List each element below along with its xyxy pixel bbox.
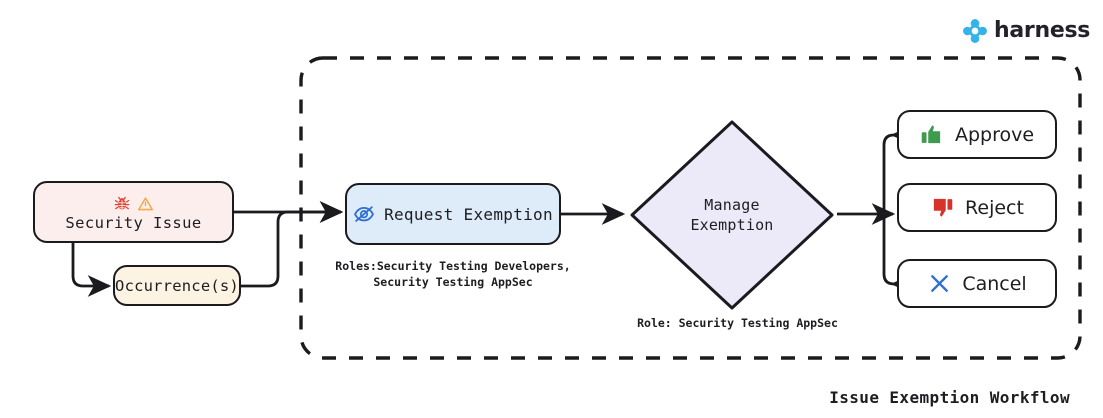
harness-brand: harness [962,18,1090,44]
request-exemption-roles-caption: Roles:Security Testing Developers, Secur… [335,259,571,289]
security-issue-icon-row [114,195,154,213]
cancel-label: Cancel [962,272,1027,295]
harness-clover-logo-icon [963,19,987,43]
warning-triangle-icon [137,196,153,210]
edge-branch-approve [882,124,915,214]
manage-exemption-role-caption: Role: Security Testing AppSec [637,316,838,330]
request-exemption-label: Request Exemption [384,204,553,224]
approve-label: Approve [954,123,1035,146]
node-manage-exemption[interactable]: Manage Exemption [627,117,837,313]
thumbs-down-icon [930,196,954,220]
workflow-title: Issue Exemption Workflow [829,388,1070,407]
close-x-icon [927,272,951,296]
manage-exemption-label: Manage Exemption [690,195,774,234]
harness-brand-label: harness [994,18,1091,43]
node-occurrences[interactable]: Occurrence(s) [113,265,241,306]
reject-label: Reject [965,196,1024,219]
node-security-issue[interactable]: Security Issue [33,181,234,243]
edge-branch-cancel [882,214,915,295]
bug-icon [114,196,129,210]
node-approve[interactable]: Approve [897,110,1057,159]
occurrences-label: Occurrence(s) [115,276,239,295]
node-request-exemption[interactable]: Request Exemption [345,183,561,245]
node-reject[interactable]: Reject [897,183,1057,232]
edge-occurrences-to-request [241,201,344,288]
security-issue-label: Security Issue [65,213,202,232]
edge-security-to-occurrences [71,243,112,297]
node-cancel[interactable]: Cancel [897,259,1057,308]
eye-slash-icon [354,206,374,222]
thumbs-up-icon [920,123,944,147]
diamond-shape [630,120,834,310]
